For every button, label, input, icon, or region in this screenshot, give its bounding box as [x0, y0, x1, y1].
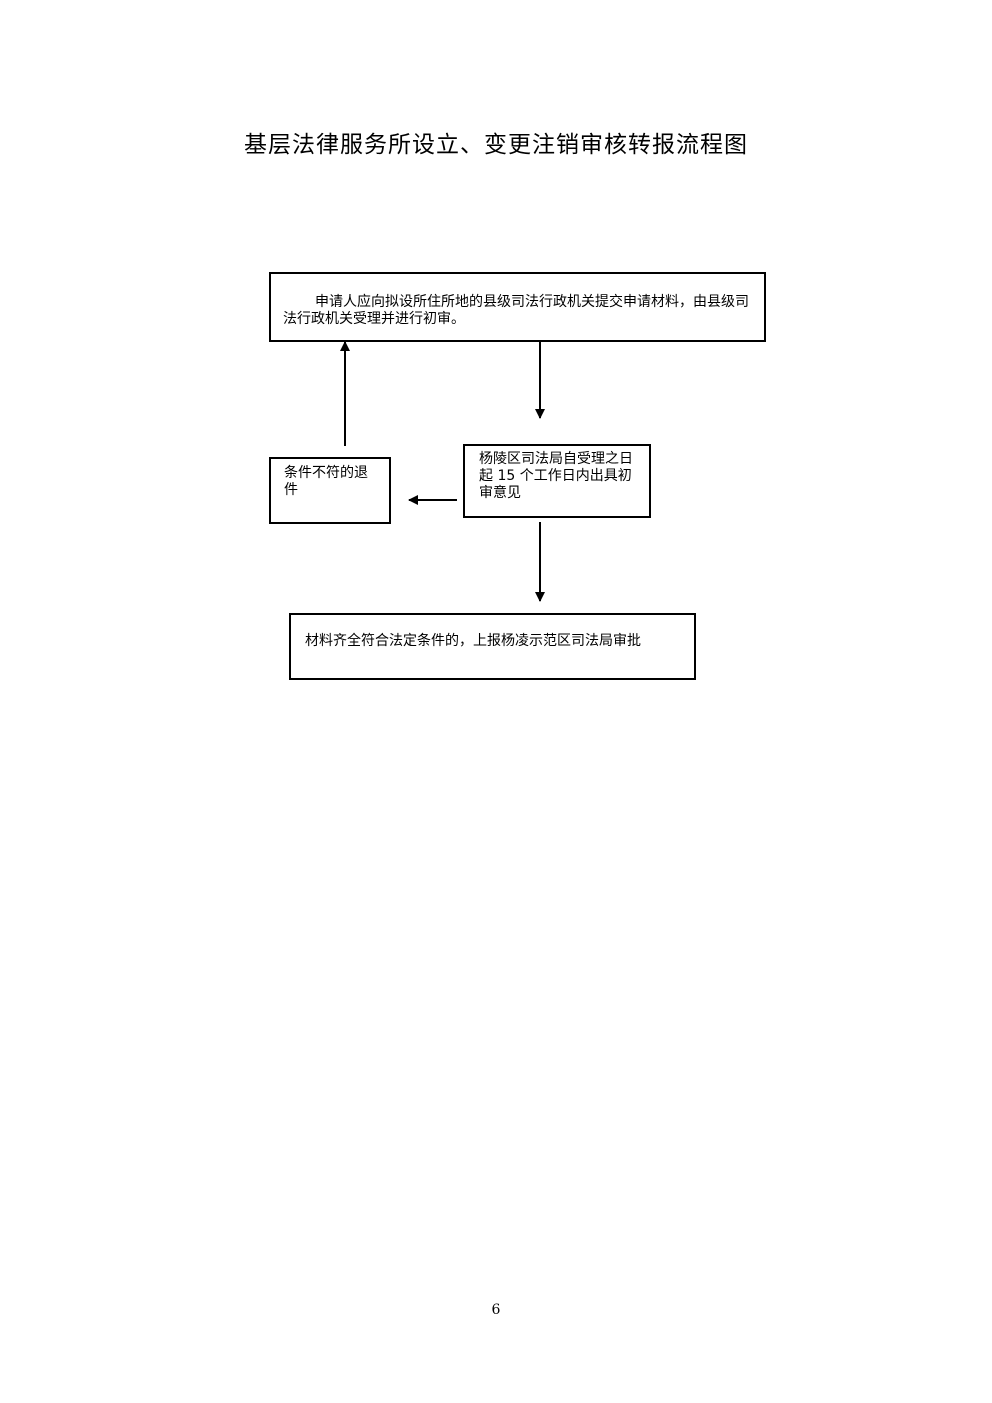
flow-node-review: 杨陵区司法局自受理之日起 15 个工作日内出具初审意见 — [463, 444, 651, 518]
flow-node-report: 材料齐全符合法定条件的，上报杨凌示范区司法局审批 — [289, 613, 696, 680]
flow-node-apply-text: 申请人应向拟设所住所地的县级司法行政机关提交申请材料，由县级司法行政机关受理并进… — [283, 294, 749, 327]
flow-node-reject-text: 条件不符的退件 — [284, 465, 368, 498]
flow-node-apply: 申请人应向拟设所住所地的县级司法行政机关提交申请材料，由县级司法行政机关受理并进… — [269, 272, 766, 342]
flow-node-reject: 条件不符的退件 — [269, 457, 391, 524]
flow-node-review-text: 杨陵区司法局自受理之日起 15 个工作日内出具初审意见 — [479, 451, 633, 501]
page-title: 基层法律服务所设立、变更注销审核转报流程图 — [244, 132, 748, 158]
page-number: 6 — [491, 1302, 501, 1318]
flow-node-report-text: 材料齐全符合法定条件的，上报杨凌示范区司法局审批 — [305, 633, 641, 649]
